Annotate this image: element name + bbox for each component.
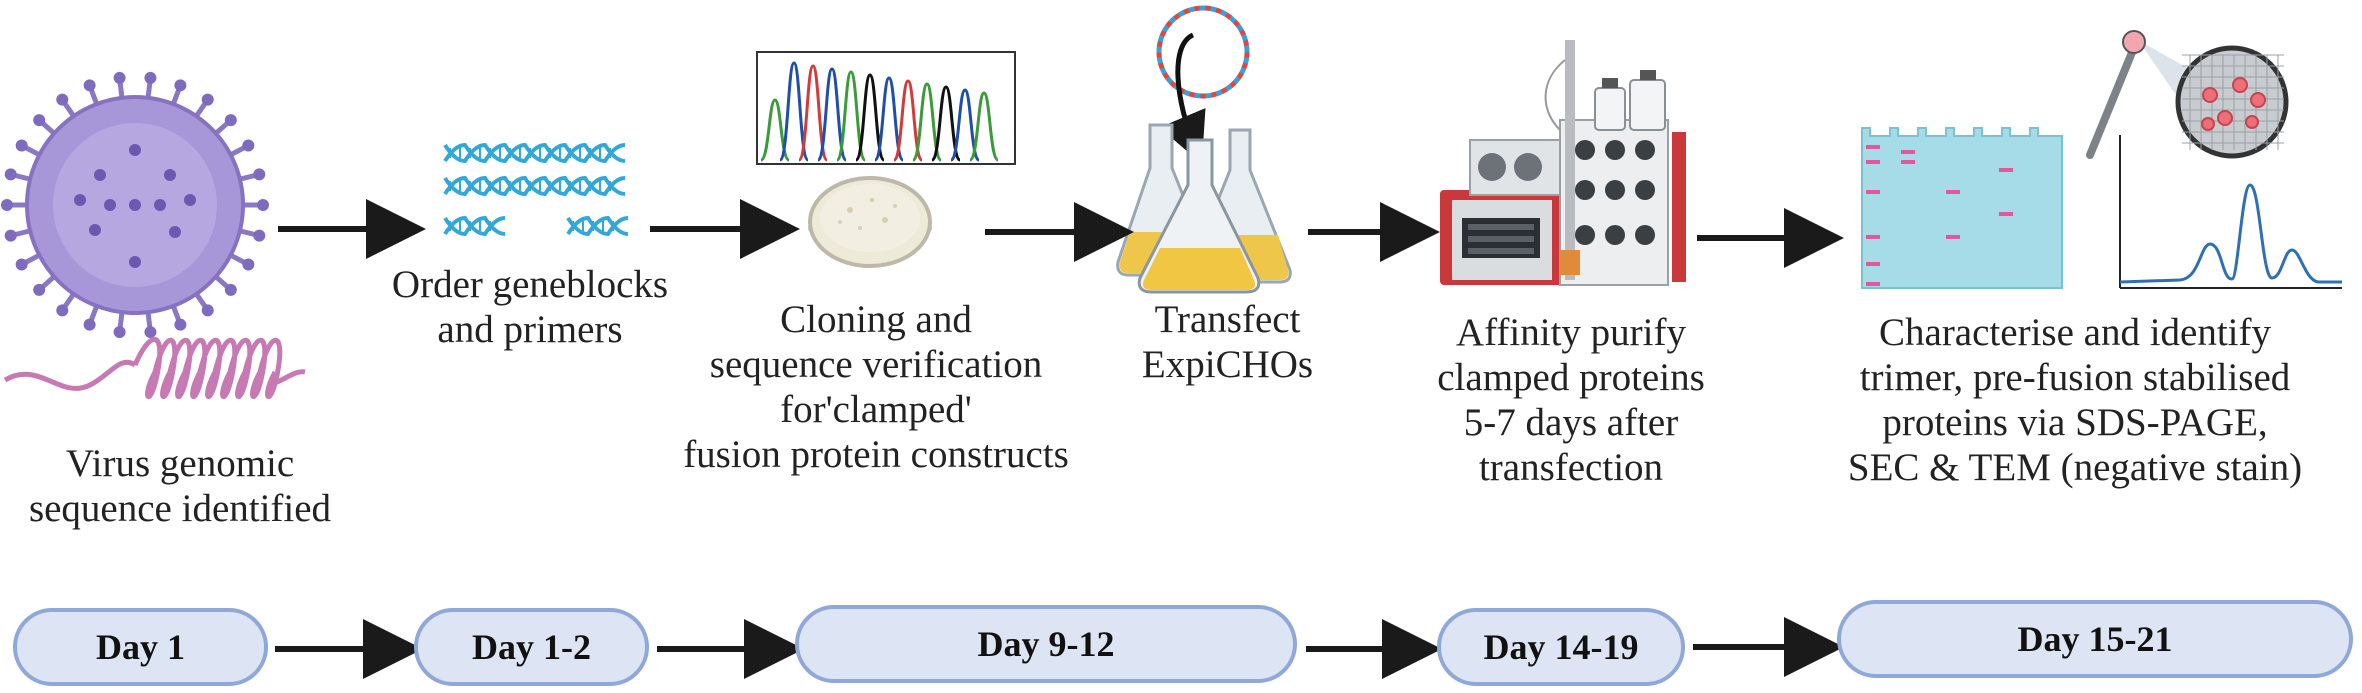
- process-arrows: [278, 199, 1844, 268]
- timeline-day-14-19: Day 14-19: [1437, 608, 1685, 686]
- sds-page-gel-icon: [1861, 127, 2063, 289]
- culture-flasks-icon: [1116, 123, 1292, 294]
- step-caption-characterise: Characterise and identify trimer, pre-fu…: [1847, 311, 2303, 489]
- step-caption-purify: Affinity purify clamped proteins 5-7 day…: [1437, 311, 1705, 489]
- purification-system-icon: [1440, 40, 1686, 286]
- step-caption-cloning: Cloning and sequence verification for'cl…: [683, 298, 1069, 476]
- petri-dish-icon: [808, 176, 932, 268]
- virus-icon: [1, 71, 269, 339]
- timeline-arrows: [275, 617, 1844, 679]
- plasmid-icon: [1156, 5, 1250, 164]
- dna-geneblocks-icon: [443, 142, 629, 237]
- pipette-icon: [2086, 30, 2146, 159]
- chromatogram-icon: [756, 51, 1016, 165]
- step-caption-virus: Virus genomic sequence identified: [28, 442, 332, 530]
- timeline-day-9-12: Day 9-12: [795, 605, 1297, 683]
- step-caption-order: Order geneblocks and primers: [391, 263, 669, 351]
- timeline-day-1-2: Day 1-2: [414, 608, 649, 686]
- step-caption-transfect: Transfect ExpiCHOs: [1141, 298, 1314, 386]
- timeline-day-1: Day 1: [13, 608, 268, 686]
- tem-micrograph-icon: [2086, 30, 2289, 159]
- rna-strand-icon: [3, 336, 306, 399]
- sec-chromatogram-icon: [2119, 135, 2342, 289]
- timeline-day-15-21: Day 15-21: [1837, 600, 2353, 678]
